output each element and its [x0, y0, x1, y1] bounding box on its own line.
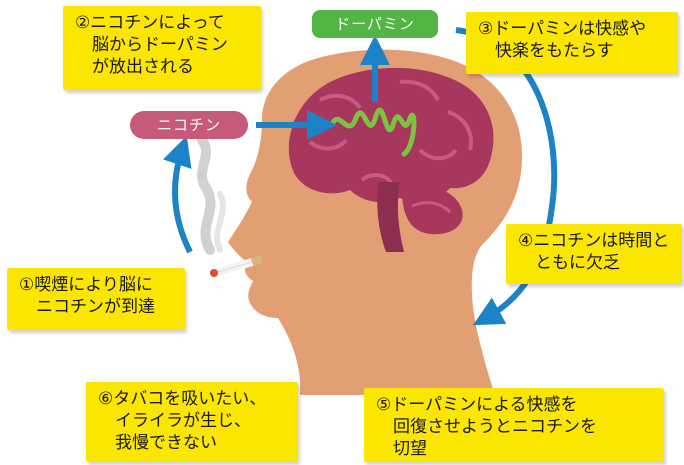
brain-fold-3: [447, 110, 473, 151]
step-2-box: ②ニコチンによって 脳からドーパミン が放出される: [63, 6, 261, 90]
dopamine-label: ドーパミン: [312, 10, 438, 38]
step-4-box: ④ニコチンは時間と ともに欠乏: [506, 224, 682, 284]
cigarette: [210, 255, 264, 277]
step-5-box: ⑤ドーパミンによる快感を 回復させようとニコチンを 切望: [364, 388, 664, 462]
arrow-to-nicotine: [163, 135, 193, 254]
smoke-wisp: [197, 135, 216, 255]
brain: [288, 67, 494, 203]
dopamine-squiggle: [329, 107, 417, 157]
brain-fold-1: [319, 93, 362, 110]
nicotine-label: ニコチン: [130, 111, 248, 139]
step-3-box: ③ドーパミンは快感や 快楽をもたらす: [466, 12, 678, 74]
cerebellum-fold: [411, 201, 452, 214]
cerebellum: [402, 186, 463, 235]
brain-fold-6: [360, 173, 394, 186]
brain-fold-4: [308, 138, 348, 151]
brain-fold-2: [399, 79, 440, 102]
step-1-box: ①喫煙により脳に ニコチンが到達: [7, 268, 185, 330]
step-6-box: ⑥タバコを吸いたい、 イライラが生じ、 我慢できない: [86, 382, 298, 462]
brain-stem: [377, 182, 404, 252]
brain-fold-5: [418, 148, 458, 161]
smoke-wisp-2: [214, 191, 226, 253]
